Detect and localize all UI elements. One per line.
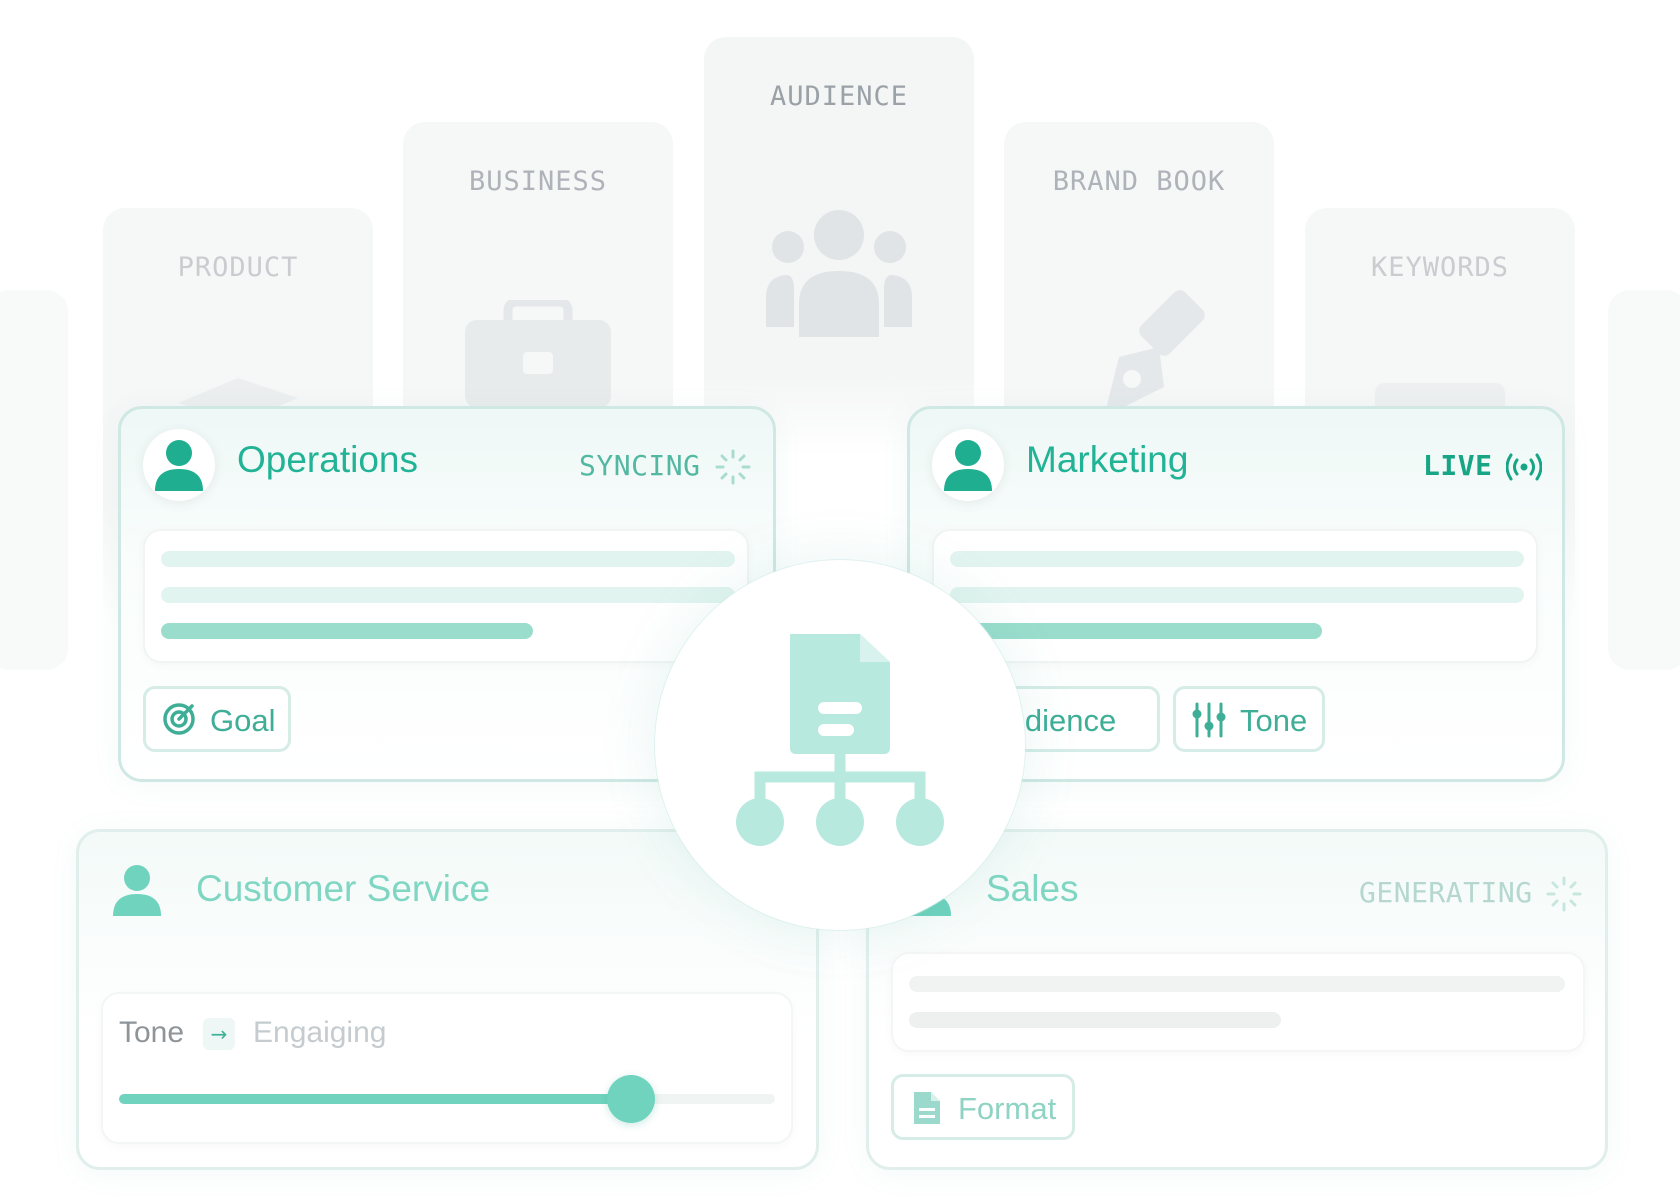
spinner-icon	[1546, 876, 1582, 912]
chip-label: Tone	[1240, 703, 1308, 738]
text-line	[161, 623, 533, 639]
user-icon	[113, 865, 161, 916]
tone-panel: Tone → Engaiging	[101, 992, 793, 1144]
pen-nib-icon	[1004, 287, 1274, 421]
category-card-audience: AUDIENCE	[704, 37, 974, 457]
text-line	[950, 587, 1524, 603]
chip-label: Goal	[210, 703, 276, 738]
chip-goal[interactable]: Goal	[143, 686, 291, 752]
workspace-title: Sales	[986, 868, 1079, 909]
workspace-card-sales[interactable]: Sales GENERATING Format	[866, 829, 1608, 1170]
workspace-card-marketing[interactable]: Marketing LIVE Audience	[907, 406, 1565, 782]
content-preview	[891, 952, 1585, 1052]
sliders-icon	[1192, 702, 1226, 738]
status-label: SYNCING	[579, 449, 701, 482]
central-hub	[655, 560, 1025, 930]
workspace-title: Customer Service	[196, 868, 491, 909]
briefcase-icon	[403, 297, 673, 414]
tone-slider[interactable]	[119, 1075, 775, 1123]
slider-knob[interactable]	[606, 1075, 655, 1123]
workspace-card-customer-service[interactable]: Customer Service Tone → Engaiging	[76, 829, 819, 1170]
user-icon	[944, 440, 992, 491]
tone-label: Tone	[119, 1016, 185, 1049]
document-hierarchy-icon	[736, 634, 944, 846]
category-label: PRODUCT	[177, 252, 299, 283]
text-line	[161, 587, 735, 603]
workspace-title: Marketing	[1026, 439, 1189, 480]
chip-format[interactable]: Format	[891, 1074, 1075, 1140]
text-line	[909, 1012, 1281, 1028]
user-avatar	[143, 429, 215, 501]
arrow-right-icon: →	[203, 1018, 235, 1050]
people-icon	[704, 209, 974, 343]
target-icon	[163, 703, 195, 735]
user-icon	[155, 440, 203, 491]
partial-category-card-left	[0, 290, 68, 670]
status-label: LIVE	[1423, 449, 1493, 482]
partial-category-card-right	[1608, 290, 1680, 670]
tone-value: Engaiging	[253, 1016, 387, 1049]
category-label: KEYWORDS	[1370, 252, 1510, 283]
spinner-icon	[715, 449, 751, 485]
document-icon	[914, 1092, 940, 1124]
user-avatar	[101, 854, 173, 926]
content-preview	[143, 529, 749, 663]
category-label: BUSINESS	[468, 166, 608, 197]
category-label: AUDIENCE	[769, 81, 909, 112]
workspace-title: Operations	[237, 439, 418, 480]
text-line	[950, 551, 1524, 567]
chip-label: Format	[958, 1091, 1057, 1126]
slider-fill	[119, 1094, 631, 1104]
text-line	[909, 976, 1565, 992]
broadcast-icon	[1506, 453, 1542, 481]
content-preview	[932, 529, 1538, 663]
user-avatar	[932, 429, 1004, 501]
status-label: GENERATING	[1359, 876, 1533, 909]
chip-tone[interactable]: Tone	[1173, 686, 1325, 752]
text-line	[950, 623, 1322, 639]
category-label: BRAND BOOK	[1052, 166, 1226, 197]
text-line	[161, 551, 735, 567]
